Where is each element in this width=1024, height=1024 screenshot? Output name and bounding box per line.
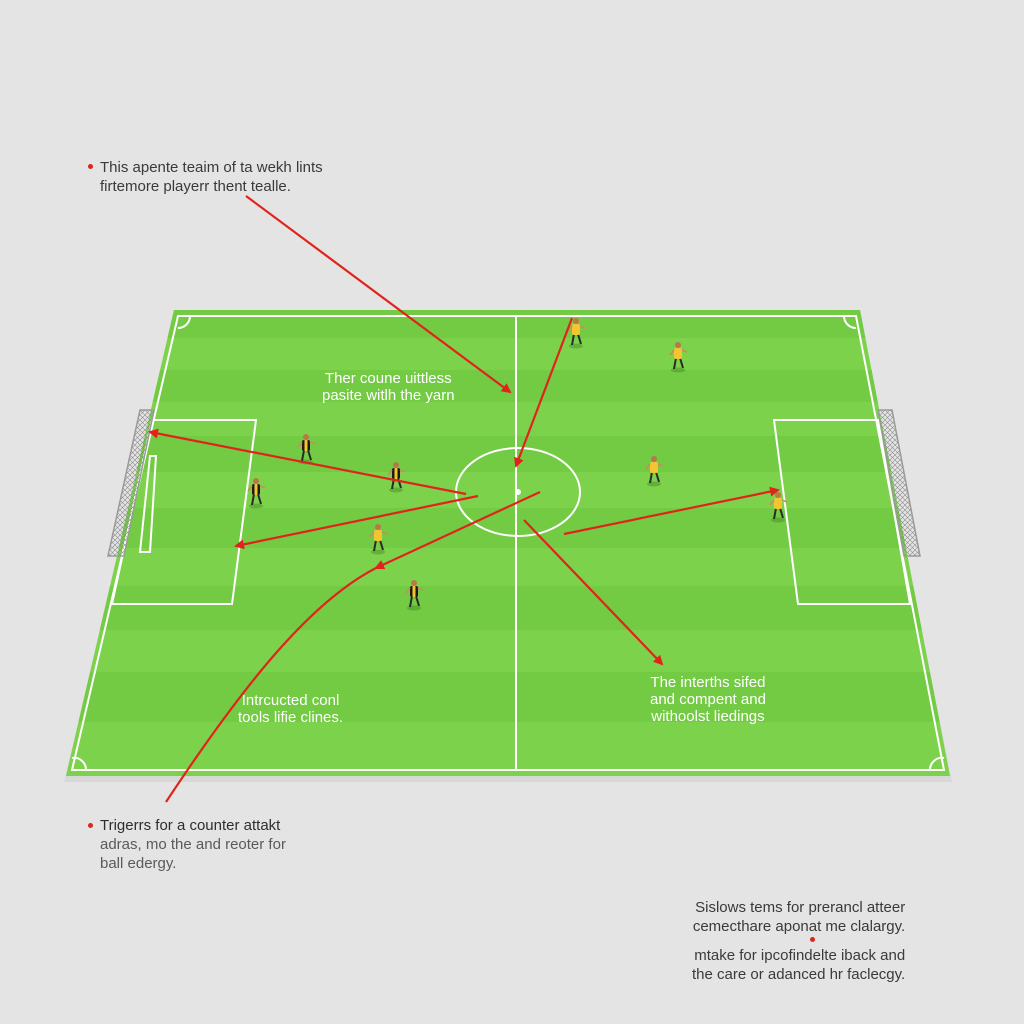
player-icon <box>387 462 406 493</box>
player-icon <box>369 524 388 555</box>
arrow-icon <box>563 486 780 536</box>
corner-arc-tr <box>843 315 857 329</box>
annotation-bottom-right: Sislows tems for prerancl atteer cemecth… <box>692 898 905 984</box>
arrow-icon <box>245 195 512 394</box>
field-label-bottom-right: The interths sifed and compent and witho… <box>650 674 766 725</box>
goal-area-left <box>138 455 158 553</box>
player-icon <box>645 456 664 487</box>
player-icon <box>669 342 688 373</box>
player-icon <box>567 318 586 349</box>
center-spot <box>515 489 521 495</box>
arrow-icon <box>148 428 467 496</box>
arrow-icon <box>523 519 664 666</box>
field-label-line: pasite witlh the yarn <box>322 387 455 404</box>
annotation-line: ball edergy. <box>100 855 177 872</box>
field-label-line: Intrcucted conl <box>241 692 340 709</box>
annotation-bullet <box>810 937 815 942</box>
touchline-boundary <box>70 315 946 771</box>
annotation-line: This apente teaim of ta wekh lints <box>100 159 323 176</box>
arrow-icon <box>234 494 479 550</box>
annotation-line: mtake for ipcofindelte iback and <box>694 947 906 964</box>
field-label-bottom-left: Intrcucted conl tools lifie clines. <box>238 692 343 726</box>
field-label-line: The interths sifed <box>650 674 766 691</box>
annotation-line: cemecthare aponat me clalargy. <box>692 918 906 935</box>
annotation-line: firtemore playerr thent tealle. <box>100 178 291 195</box>
arrow-icon <box>514 317 574 468</box>
annotation-line: Sislows tems for prerancl atteer <box>695 899 906 916</box>
field-label-line: Ther coune uittless <box>324 370 452 387</box>
arrow-icon <box>165 565 381 803</box>
annotation-bottom-left: Trigerrs for a counter attakt adras, mo … <box>100 816 286 873</box>
corner-arc-tl <box>177 315 191 329</box>
player-icon <box>405 580 424 611</box>
player-icon <box>247 478 266 509</box>
field-label-center-top: Ther coune uittless pasite witlh the yar… <box>322 370 455 404</box>
annotation-line: adras, mo the and reoter for <box>100 836 286 853</box>
annotation-line: the care or adanced hr faclecgy. <box>692 966 906 983</box>
annotation-bullet <box>88 823 93 828</box>
tactical-arrows <box>148 195 780 803</box>
field-label-line: withoolst liedings <box>651 708 765 725</box>
corner-arc-bl <box>71 756 88 771</box>
goal-net-icon <box>107 409 155 557</box>
annotation-bullet <box>88 164 93 169</box>
annotation-top-left: This apente teaim of ta wekh lints firte… <box>100 158 323 196</box>
field-label-line: and compent and <box>650 691 766 708</box>
annotation-line: Trigerrs for a counter attakt <box>100 817 281 834</box>
arrow-icon <box>374 491 541 570</box>
goal-net-icon <box>877 409 921 557</box>
pitch <box>66 310 950 776</box>
field-label-line: tools lifie clines. <box>238 709 344 726</box>
penalty-box-right <box>772 419 912 605</box>
corner-arc-br <box>928 756 945 771</box>
